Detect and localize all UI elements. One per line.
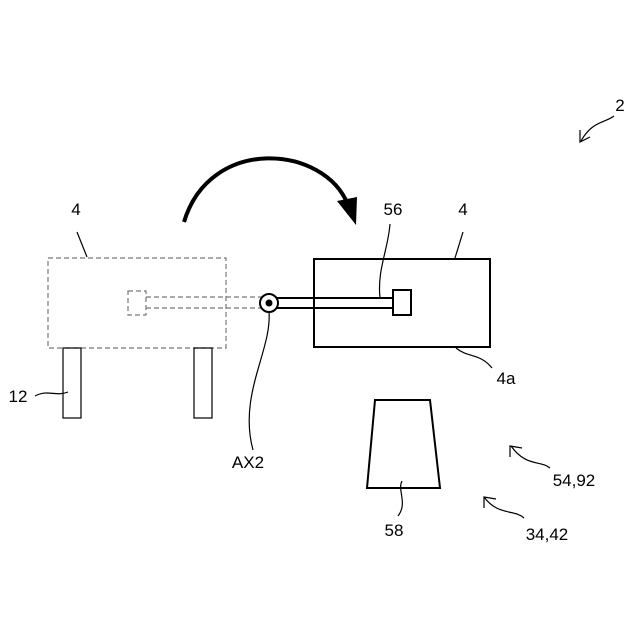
group-a-label: 54,92 [553, 471, 596, 490]
device-reference-arrow [580, 116, 614, 142]
stage-before-rotation [48, 258, 226, 348]
leg-left [63, 348, 81, 418]
stage-after-rotation [314, 259, 490, 347]
pivot-axis-label: AX2 [232, 453, 264, 472]
leg-right [194, 348, 212, 418]
rod-leader [379, 224, 390, 298]
group-b-label: 34,42 [526, 525, 569, 544]
rod-label: 56 [384, 200, 403, 219]
cup-leader [398, 481, 402, 516]
stage-surface-leader [456, 348, 492, 368]
stage-before-label: 4 [71, 200, 80, 219]
pivot-axis-icon [266, 300, 273, 307]
rod-end-block [393, 290, 411, 315]
rotation-arrow [184, 158, 357, 225]
stage-after-leader [455, 232, 463, 258]
legs-label: 12 [9, 387, 28, 406]
cup-label: 58 [385, 521, 404, 540]
group-a-reference-arrow [510, 446, 550, 468]
stage-surface-label: 4a [497, 369, 516, 388]
stage-before-leader [77, 232, 87, 257]
cup-shape [367, 400, 440, 488]
stage-after-label: 4 [458, 200, 467, 219]
rod-end-before-rotation [128, 291, 146, 315]
device-label: 2 [615, 96, 624, 115]
group-b-reference-arrow [484, 497, 524, 518]
pivot-leader [249, 312, 269, 450]
